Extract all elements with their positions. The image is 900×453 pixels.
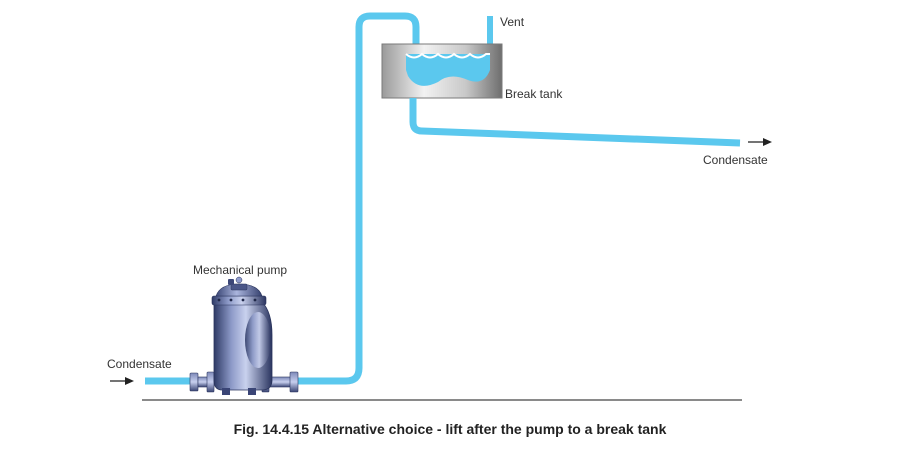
condensate-in-label: Condensate	[107, 357, 172, 371]
riser-pipe	[296, 12, 420, 385]
break-tank-water-surface	[405, 52, 490, 59]
arrow-right-icon	[110, 377, 134, 385]
mechanical-pump	[189, 276, 299, 395]
arrow-right-icon	[748, 138, 772, 146]
break-tank	[381, 43, 503, 99]
mechanical-pump-label: Mechanical pump	[193, 263, 288, 277]
condensate-out-label: Condensate	[703, 153, 768, 167]
vent-label: Vent	[500, 15, 525, 29]
outlet-pipe	[409, 98, 741, 147]
break-tank-water	[406, 54, 490, 86]
figure-caption: Fig. 14.4.15 Alternative choice - lift a…	[233, 421, 667, 437]
break-tank-label: Break tank	[505, 87, 563, 101]
